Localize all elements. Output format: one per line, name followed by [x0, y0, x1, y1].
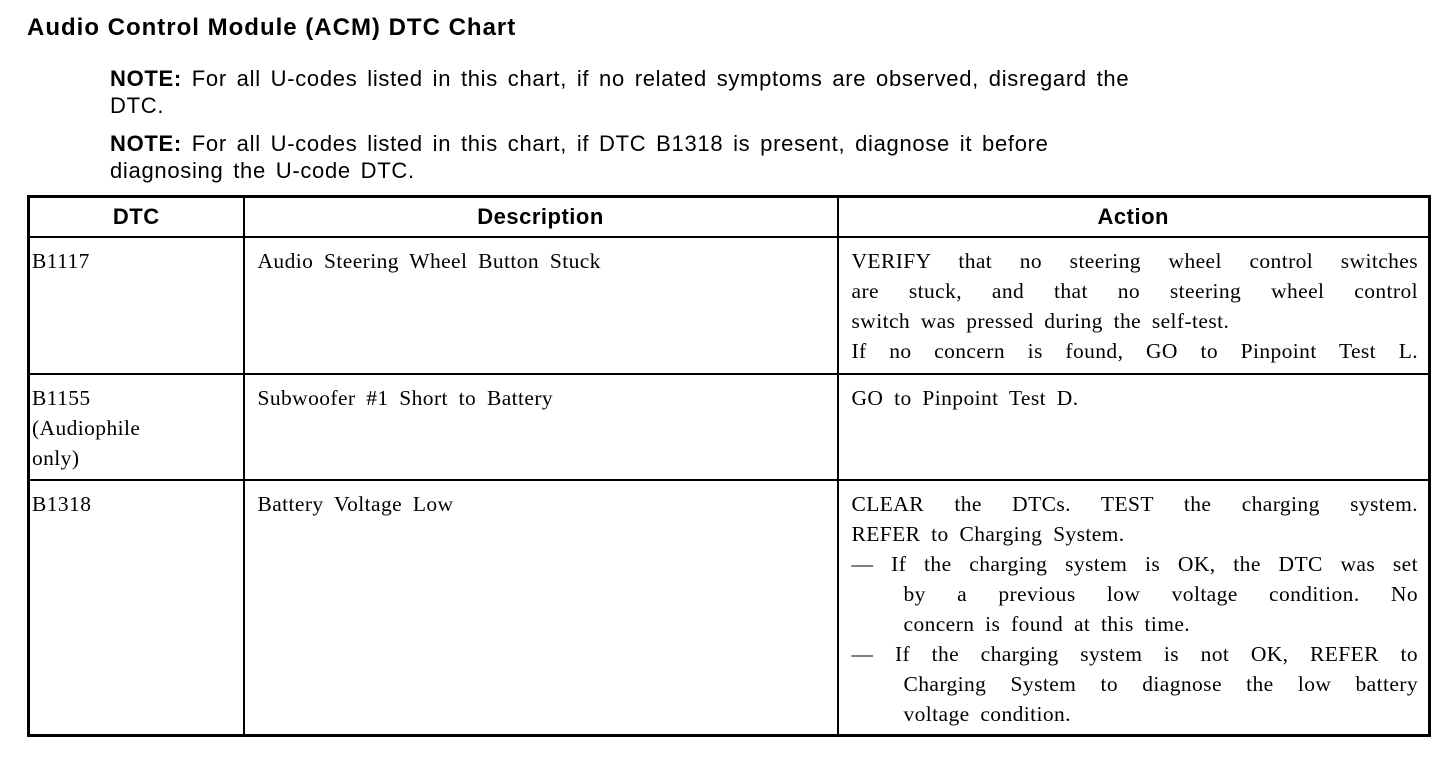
table-row-b1117: B1117 Audio Steering Wheel Button Stuck … — [27, 235, 1431, 375]
description-cell: Subwoofer #1 Short to Battery — [242, 372, 839, 481]
action-cell: CLEAR the DTCs. TEST the charging system… — [836, 478, 1431, 737]
action-line: concern is found at this time. — [903, 611, 1191, 636]
column-header-action: Action — [836, 195, 1431, 238]
document-page: Audio Control Module (ACM) DTC Chart NOT… — [27, 14, 1431, 737]
action-line: by a previous low voltage condition. No — [903, 581, 1418, 606]
action-line: GO to Pinpoint Test D. — [851, 385, 1079, 410]
page-title: Audio Control Module (ACM) DTC Chart — [27, 14, 517, 41]
note-line: NOTE: For all U-codes listed in this cha… — [110, 130, 1428, 157]
dtc-code-qualifier: (Audiophile — [32, 415, 141, 440]
note-b1318-first: NOTE: For all U-codes listed in this cha… — [110, 130, 1428, 184]
note-u-codes-disregard: NOTE: For all U-codes listed in this cha… — [110, 65, 1428, 119]
dtc-table: DTC Description Action B1117 Audio Steer… — [27, 195, 1431, 737]
dtc-code: B1155 — [32, 385, 91, 410]
action-line: voltage condition. — [903, 701, 1071, 726]
description-cell: Audio Steering Wheel Button Stuck — [242, 235, 839, 375]
note-line: NOTE: For all U-codes listed in this cha… — [110, 65, 1428, 92]
dtc-cell: B1117 — [27, 235, 245, 375]
action-cell: VERIFY that no steering wheel control sw… — [836, 235, 1431, 375]
dtc-code-qualifier: only) — [32, 445, 80, 470]
table-row-b1155: B1155 (Audiophile only) Subwoofer #1 Sho… — [27, 372, 1431, 481]
note-text: For all U-codes listed in this chart, if… — [191, 66, 1130, 91]
note-line: diagnosing the U-code DTC. — [110, 158, 415, 183]
description-cell: Battery Voltage Low — [242, 478, 839, 737]
description-text: Battery Voltage Low — [257, 491, 454, 516]
action-line: switch was pressed during the self-test. — [851, 308, 1230, 333]
table-row-b1318: B1318 Battery Voltage Low CLEAR the DTCs… — [27, 478, 1431, 737]
action-line: REFER to Charging System. — [851, 521, 1125, 546]
note-text: For all U-codes listed in this chart, if… — [191, 131, 1049, 156]
action-line: VERIFY that no steering wheel control sw… — [851, 248, 1418, 273]
description-text: Subwoofer #1 Short to Battery — [257, 385, 554, 410]
column-header-description: Description — [242, 195, 839, 238]
action-line: CLEAR the DTCs. TEST the charging system… — [851, 491, 1418, 516]
action-line: Charging System to diagnose the low batt… — [903, 671, 1418, 696]
dtc-code: B1318 — [32, 491, 92, 516]
action-line: are stuck, and that no steering wheel co… — [851, 278, 1418, 303]
dtc-code: B1117 — [32, 248, 90, 273]
note-label: NOTE: — [110, 131, 182, 156]
action-line: If no concern is found, GO to Pinpoint T… — [851, 338, 1418, 363]
dtc-cell: B1318 — [27, 478, 245, 737]
description-text: Audio Steering Wheel Button Stuck — [257, 248, 601, 273]
table-header-row: DTC Description Action — [27, 195, 1431, 238]
action-cell: GO to Pinpoint Test D. — [836, 372, 1431, 481]
note-label: NOTE: — [110, 66, 182, 91]
note-line: DTC. — [110, 93, 165, 118]
column-header-dtc: DTC — [27, 195, 245, 238]
action-dash-line: — If the charging system is not OK, REFE… — [851, 641, 1418, 666]
action-dash-line: — If the charging system is OK, the DTC … — [851, 551, 1418, 576]
dtc-cell: B1155 (Audiophile only) — [27, 372, 245, 481]
